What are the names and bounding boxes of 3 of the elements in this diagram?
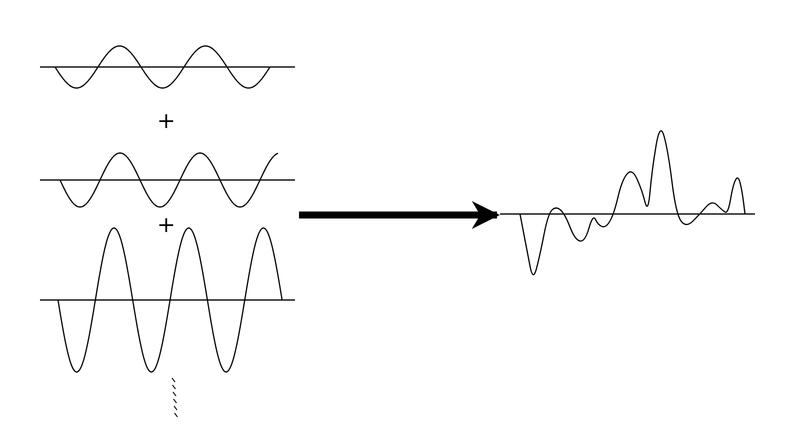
plus-sign: + bbox=[157, 111, 176, 133]
arrow bbox=[299, 201, 500, 229]
plus-sign: + bbox=[157, 215, 176, 237]
